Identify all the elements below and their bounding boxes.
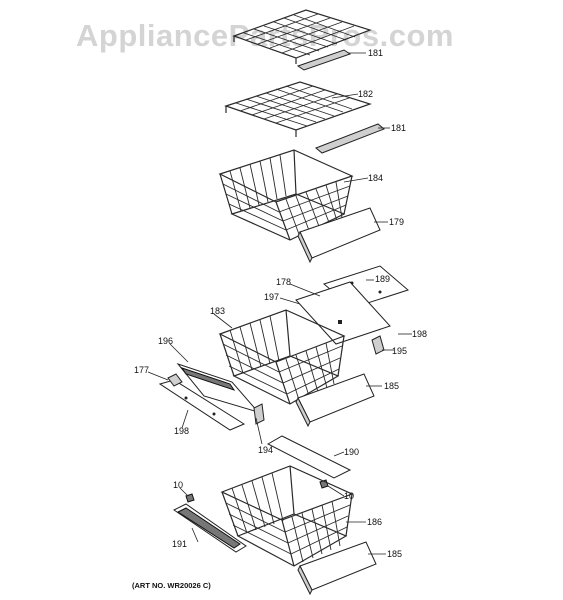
wire-basket-lower	[220, 465, 354, 567]
basket-front-panel-upper	[297, 207, 381, 264]
wire-shelf-top	[232, 9, 372, 64]
wire-basket-middle	[218, 309, 346, 405]
callout-196: 196	[158, 336, 173, 346]
callout-184: 184	[368, 173, 383, 183]
slide-rail-left	[176, 362, 260, 413]
callout-181-top: 181	[368, 48, 383, 58]
basket-front-panel-lower	[297, 541, 377, 596]
callout-177: 177	[134, 365, 149, 375]
wire-basket-upper	[218, 149, 354, 241]
callout-198-right: 198	[412, 329, 427, 339]
shelf-trim-top	[296, 49, 352, 71]
callout-10-left: 10	[173, 480, 183, 490]
watermark-text: AppliancePartsPros.com	[76, 18, 454, 53]
callout-189: 189	[375, 274, 390, 284]
basket-front-panel-middle	[295, 373, 375, 428]
slide-rail-bottom	[173, 503, 247, 553]
callout-182: 182	[358, 89, 373, 99]
stop-block-left	[253, 403, 265, 425]
callout-194: 194	[258, 445, 273, 455]
callout-198-left: 198	[174, 426, 189, 436]
callout-191: 191	[172, 539, 187, 549]
callout-labels: 181 182 181 184 179 178 189 197 183 198 …	[134, 48, 427, 559]
leader-lines	[147, 52, 412, 555]
shelf-trim-middle	[315, 123, 385, 154]
callout-183: 183	[210, 306, 225, 316]
rail-cover-bottom	[266, 435, 352, 479]
callout-181-middle: 181	[391, 123, 406, 133]
rail-cap-left	[167, 373, 183, 387]
glide-bracket-left	[158, 379, 246, 431]
wire-shelf-middle	[224, 81, 372, 137]
callout-195: 195	[392, 346, 407, 356]
glide-bracket-right	[295, 281, 391, 345]
callout-185-bottom: 185	[387, 549, 402, 559]
callout-197: 197	[264, 292, 279, 302]
callout-185-middle: 185	[384, 381, 399, 391]
callout-179: 179	[389, 217, 404, 227]
callout-178: 178	[276, 277, 291, 287]
stop-block-right	[371, 335, 385, 355]
callout-186: 186	[367, 517, 382, 527]
callout-190: 190	[344, 447, 359, 457]
art-number: (ART NO. WR20026 C)	[132, 581, 211, 590]
callout-10-right: 10	[344, 491, 354, 501]
